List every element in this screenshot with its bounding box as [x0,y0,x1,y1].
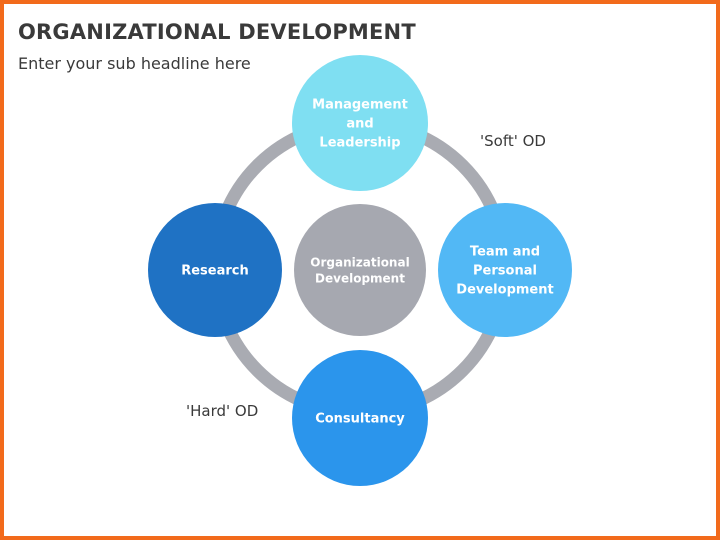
node-consultancy: Consultancy [292,350,428,486]
node-left-label-line: Research [181,264,249,279]
node-consultancy-label: Consultancy [315,412,405,427]
node-research-circle [148,203,282,337]
node-center-circle [294,204,426,336]
soft-od-annotation: 'Soft' OD [480,132,546,150]
node-center-label-line: Organizational [310,256,409,270]
node-management-circle [292,55,428,191]
node-right-label-line: Development [456,283,553,298]
node-top-label-line: and [346,117,373,132]
node-bottom-label-line: Consultancy [315,412,405,427]
node-center-label-line: Development [315,272,405,286]
hard-od-annotation: 'Hard' OD [186,402,259,420]
node-research: Research [148,203,282,337]
node-consultancy-circle [292,350,428,486]
node-top-label-line: Management [312,98,408,113]
node-top-label-line: Leadership [319,136,400,151]
node-research-label: Research [181,264,249,279]
node-right-label-line: Personal [473,264,537,279]
slide-title: ORGANIZATIONAL DEVELOPMENT [18,20,416,44]
node-team-circle [438,203,572,337]
slide-subtitle: Enter your sub headline here [18,54,251,73]
node-right-label-line: Team and [470,245,540,260]
